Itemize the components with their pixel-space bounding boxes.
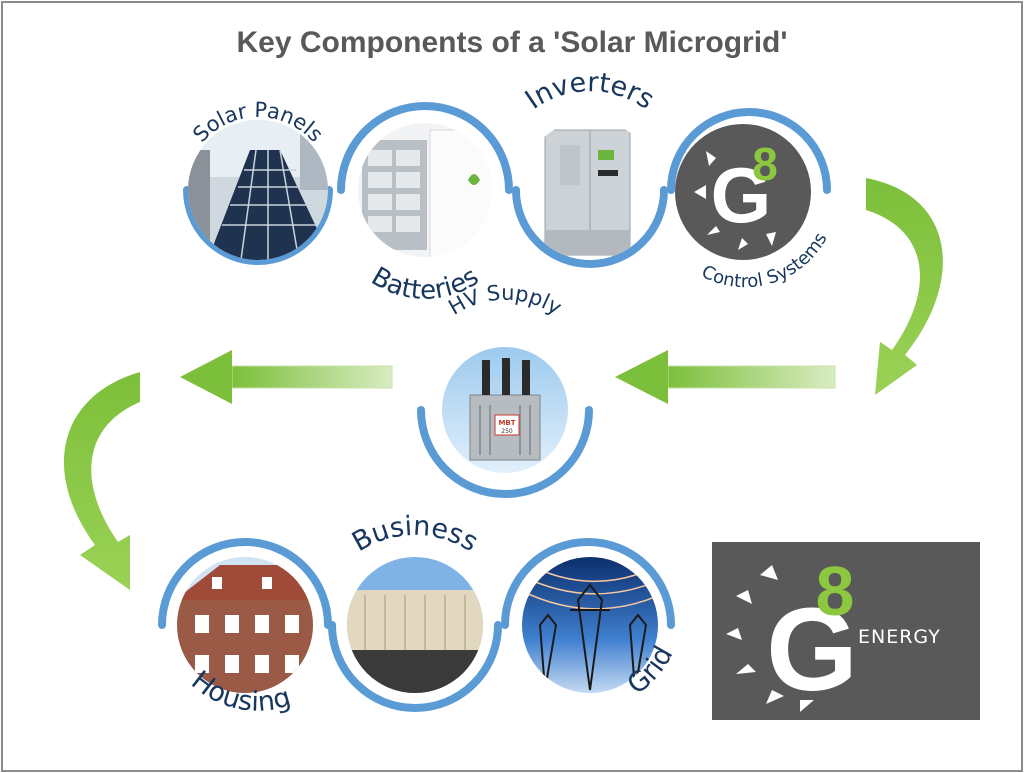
transformer-tag-text: MBT (498, 419, 515, 427)
top-wave-ribbon (183, 102, 831, 268)
control-logo-letter: G (711, 151, 772, 239)
solar-panels-photo (188, 120, 328, 260)
logo-wordmark: ENERGY (858, 626, 941, 648)
control-systems-logo: G 8 (675, 124, 811, 260)
inverters-photo (520, 120, 660, 260)
hv-supply-photo: MBT 250 (442, 347, 568, 473)
transformer-rating-text: 250 (501, 428, 513, 435)
control-logo-numeral: 8 (752, 138, 778, 190)
logo-numeral: 8 (816, 552, 855, 630)
logo-sun-rays (726, 565, 814, 712)
hv-supply-ring (417, 406, 593, 498)
curved-arrow-left (63, 372, 140, 590)
business-photo (347, 557, 483, 693)
arrow-to-hv-supply (615, 350, 836, 404)
curved-arrow-right (866, 178, 943, 395)
batteries-photo (358, 123, 492, 257)
logo-letter: G (766, 584, 858, 716)
arrow-from-hv-supply (180, 350, 393, 404)
bottom-wave-ribbon (158, 538, 675, 712)
label-business: Business (347, 511, 483, 558)
g8-energy-logo: G 8 ENERGY (712, 542, 980, 720)
diagram-title: Key Components of a 'Solar Microgrid' (236, 26, 787, 59)
housing-photo (177, 557, 313, 693)
label-inverters: Inverters (520, 67, 660, 116)
